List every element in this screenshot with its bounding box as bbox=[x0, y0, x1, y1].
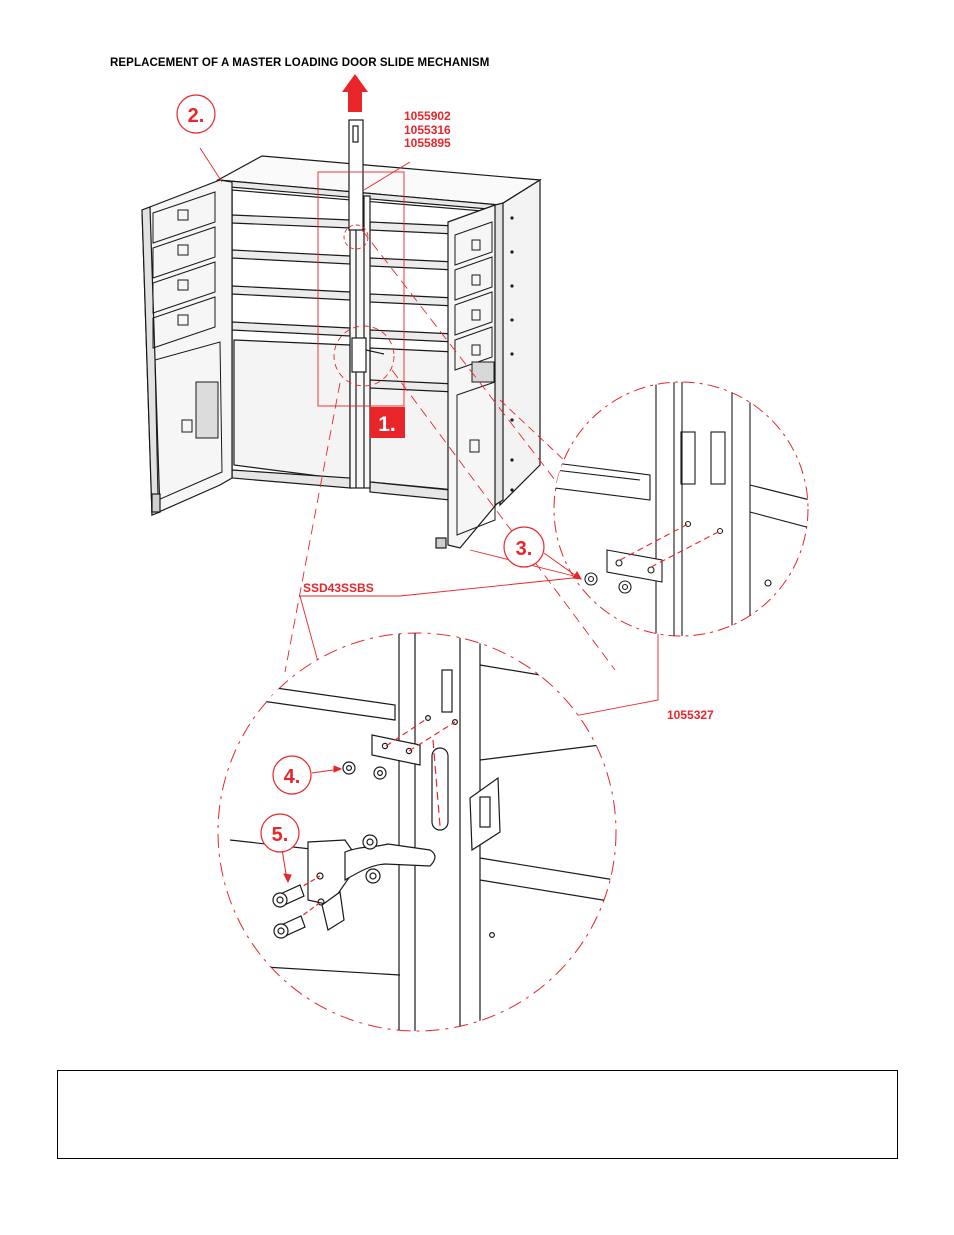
page-title: REPLACEMENT OF A MASTER LOADING DOOR SLI… bbox=[110, 57, 490, 69]
step-badge-3: 3. bbox=[503, 526, 545, 568]
step-badge-1: 1. bbox=[370, 407, 405, 438]
svg-text:4.: 4. bbox=[284, 766, 301, 788]
step1-highlight-box bbox=[199, 147, 411, 407]
mailbox-cabinet bbox=[141, 119, 542, 549]
part-number-1055902: 1055902 bbox=[404, 109, 451, 123]
screw-part-number: SSD43SSBS bbox=[303, 581, 374, 595]
part-number-1055895: 1055895 bbox=[404, 136, 451, 150]
part-number-1055316: 1055316 bbox=[404, 122, 451, 137]
bracket-part-number: 1055327 bbox=[667, 708, 714, 722]
svg-text:1.: 1. bbox=[378, 413, 396, 436]
svg-text:2.: 2. bbox=[188, 105, 205, 127]
step-badge-4: 4. bbox=[272, 755, 312, 795]
step-badge-5: 5. bbox=[260, 813, 300, 853]
step-badge-2: 2. bbox=[176, 94, 216, 134]
detail-view-steps4-5 bbox=[217, 552, 617, 1032]
svg-text:3.: 3. bbox=[516, 538, 533, 560]
removal-arrow-icon bbox=[342, 74, 368, 112]
svg-text:5.: 5. bbox=[272, 824, 289, 846]
part-number-list: 1055902 1055316 1055895 bbox=[404, 109, 451, 151]
notes-box bbox=[57, 1070, 898, 1159]
detail-view-step3 bbox=[553, 381, 809, 637]
